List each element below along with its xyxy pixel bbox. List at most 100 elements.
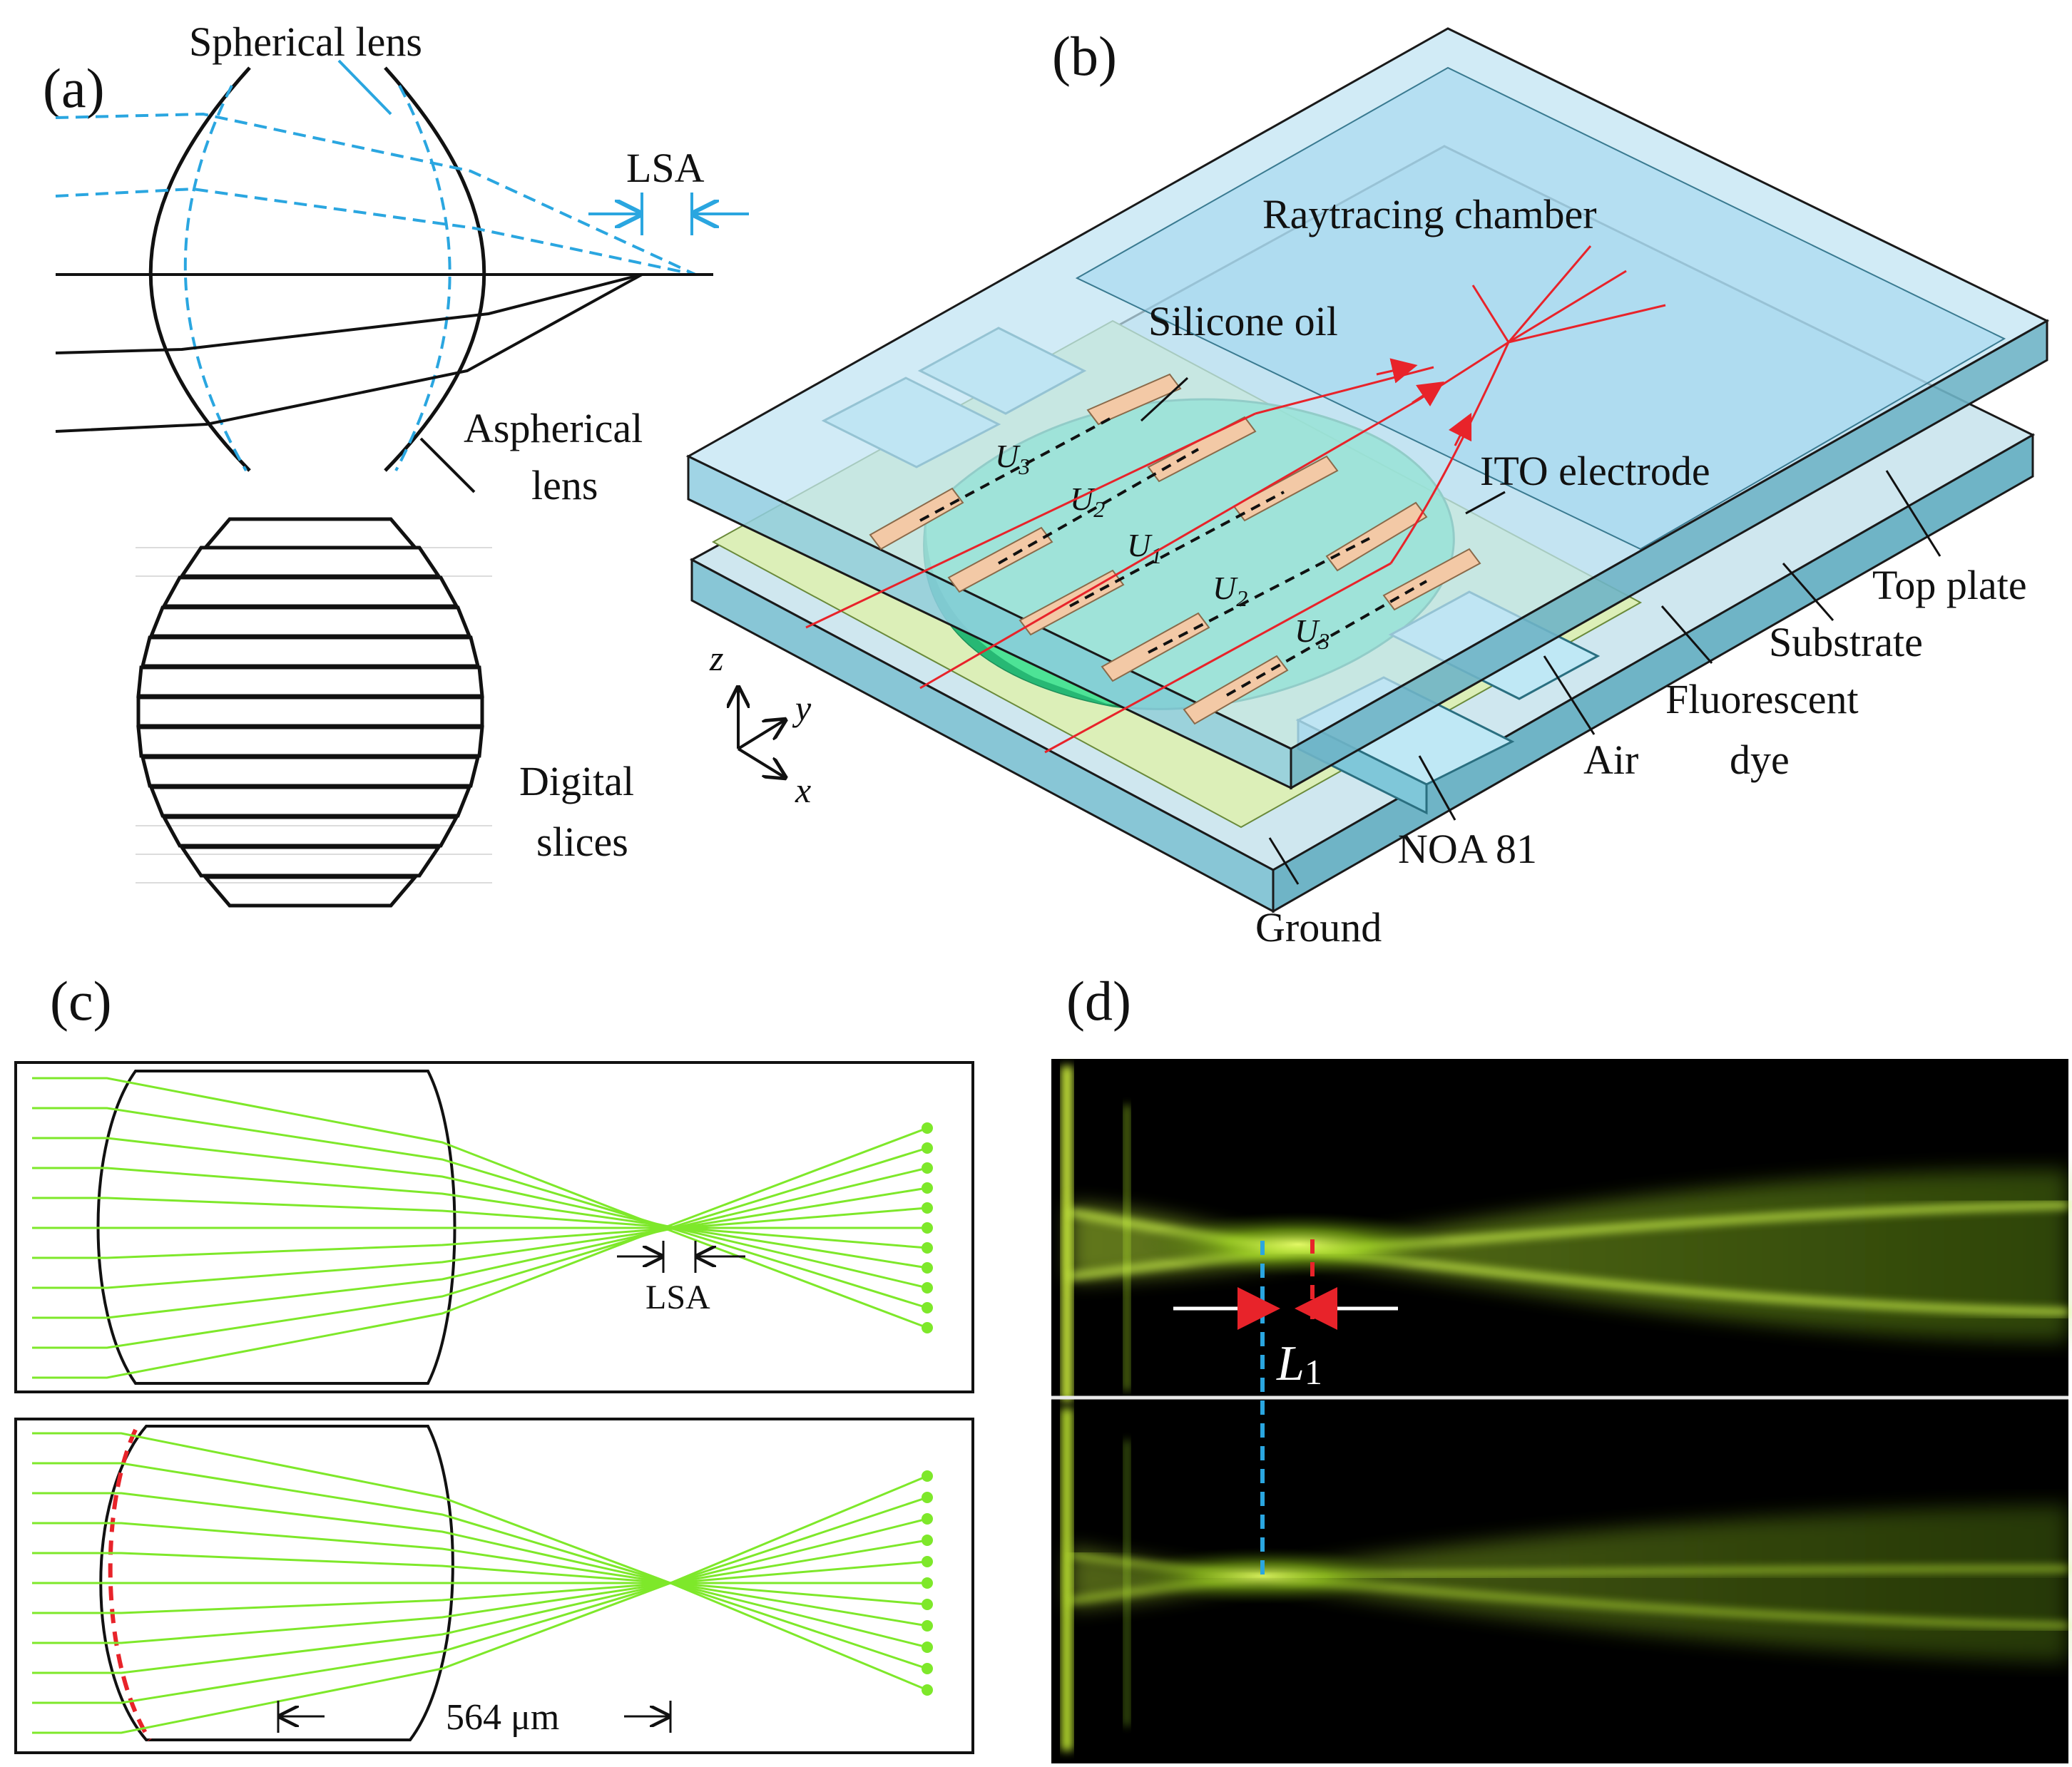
u3-label-bottom: U3	[1295, 613, 1330, 654]
spherical-lens-label: Spherical lens	[189, 19, 422, 65]
ray-endpoint	[922, 1262, 933, 1274]
ray-trace-endpoints-bottom	[922, 1470, 933, 1696]
ito-electrode-label: ITO electrode	[1480, 448, 1710, 494]
ray-endpoint	[922, 1620, 933, 1632]
spherical-ray-upper	[55, 112, 696, 276]
ray-path	[32, 1539, 928, 1644]
red-arrow-2	[1412, 381, 1444, 406]
axis-x-label: x	[795, 770, 811, 810]
ray-path	[32, 1147, 928, 1349]
ray-path	[32, 1107, 928, 1309]
coordinate-axes	[738, 688, 785, 777]
ray-path	[32, 1496, 928, 1704]
panel-a: (a) Spherical lens LSA Aspherical lens	[43, 19, 749, 908]
ray-endpoint	[922, 1535, 933, 1546]
ray-path	[32, 1492, 928, 1649]
spherical-lens-leader	[337, 59, 392, 116]
u3-label-top: U3	[995, 438, 1030, 479]
ray-endpoint	[922, 1122, 933, 1134]
digital-slices	[136, 517, 484, 908]
fluorescence-beam-top	[1061, 1066, 2069, 1401]
aspherical-ray-middle	[55, 273, 643, 354]
ray-endpoint	[922, 1663, 933, 1674]
air-label: Air	[1583, 737, 1638, 783]
ray-endpoint	[922, 1556, 933, 1567]
ray-path	[32, 1187, 928, 1289]
axis-y-label: y	[792, 688, 812, 728]
l1-label: L1	[1276, 1336, 1322, 1392]
ray-path	[32, 1552, 928, 1606]
fluorescence-beam-bottom	[1061, 1408, 2069, 1751]
spherical-ray-lower	[55, 187, 696, 276]
ray-path	[32, 1432, 928, 1691]
ray-path	[32, 1077, 928, 1329]
lsa-label: LSA	[626, 145, 705, 191]
axis-z-label: z	[709, 638, 723, 678]
ray-endpoint	[922, 1242, 933, 1254]
ray-path	[32, 1207, 928, 1259]
raytracing-chamber-label: Raytracing chamber	[1262, 191, 1597, 237]
panel-b-tag: (b)	[1052, 25, 1117, 87]
red-arrow-1	[1376, 358, 1418, 384]
fluorescent-dye-label-1: Fluorescent	[1665, 676, 1859, 722]
ray-endpoint	[922, 1641, 933, 1653]
ray-path	[32, 1517, 928, 1674]
ray-endpoint	[922, 1182, 933, 1194]
red-arrow-3	[1448, 412, 1472, 446]
panel-a-tag: (a)	[43, 57, 105, 119]
panel-c-tag: (c)	[50, 970, 112, 1032]
top-plate-label: Top plate	[1872, 562, 2027, 608]
aspherical-lens-label-1: Aspherical	[464, 405, 643, 451]
ray-path	[32, 1462, 928, 1670]
ray-path	[32, 1137, 928, 1289]
slice-guides	[136, 547, 492, 884]
ray-endpoint	[922, 1222, 933, 1234]
panel-d-tag: (d)	[1066, 970, 1131, 1032]
ray-endpoint	[922, 1142, 933, 1154]
ray-trace-rays-bottom	[32, 1432, 928, 1734]
ray-endpoint	[922, 1162, 933, 1174]
ray-endpoint	[922, 1684, 933, 1696]
panel-b: (b)	[685, 25, 2050, 951]
ray-endpoint	[922, 1202, 933, 1214]
distance-label: 564 μm	[446, 1697, 559, 1738]
ray-endpoint	[922, 1513, 933, 1525]
ray-endpoint	[922, 1302, 933, 1313]
ray-endpoint	[922, 1470, 933, 1482]
spherical-lens-left-surface	[183, 85, 247, 472]
noa81-label: NOA 81	[1398, 826, 1537, 872]
aspherical-lens-label-2: lens	[531, 462, 598, 508]
label-leaders	[1140, 377, 1941, 885]
ray-endpoint	[922, 1282, 933, 1294]
ray-path	[32, 1197, 928, 1249]
silicone-oil-label: Silicone oil	[1148, 298, 1338, 344]
digital-slices-label-1: Digital	[519, 758, 634, 804]
ray-trace-box-bottom	[14, 1418, 974, 1754]
potential-lines	[919, 416, 1427, 697]
ray-endpoint	[922, 1599, 933, 1610]
ground-label: Ground	[1255, 904, 1382, 951]
aspherical-lens-left-surface	[148, 66, 251, 472]
fluorescence-image	[1051, 1059, 2068, 1763]
ray-path	[32, 1475, 928, 1734]
ray-path	[32, 1127, 928, 1379]
lsa-c-label: LSA	[645, 1279, 710, 1316]
digital-slices-label-2: slices	[536, 819, 628, 865]
ray-path	[32, 1167, 928, 1269]
aspherical-correction-curve	[108, 1428, 152, 1741]
ray-path	[32, 1522, 928, 1627]
aspherical-ray-lower	[55, 273, 643, 433]
panel-c: (c) LSA 564 μm	[14, 970, 974, 1754]
fluorescent-dye-label-2: dye	[1730, 737, 1790, 783]
top-plate-side-face	[1290, 319, 2048, 790]
aspherical-lens-outline	[99, 1425, 454, 1741]
ray-endpoint	[922, 1577, 933, 1589]
ray-path	[32, 1167, 928, 1319]
ray-endpoint	[922, 1492, 933, 1503]
panel-d: (d) L1	[1051, 970, 2069, 1763]
ray-endpoint	[922, 1322, 933, 1333]
ray-trace-rays-top	[32, 1077, 928, 1379]
substrate-label: Substrate	[1769, 619, 1923, 665]
ray-trace-endpoints-top	[922, 1122, 933, 1333]
